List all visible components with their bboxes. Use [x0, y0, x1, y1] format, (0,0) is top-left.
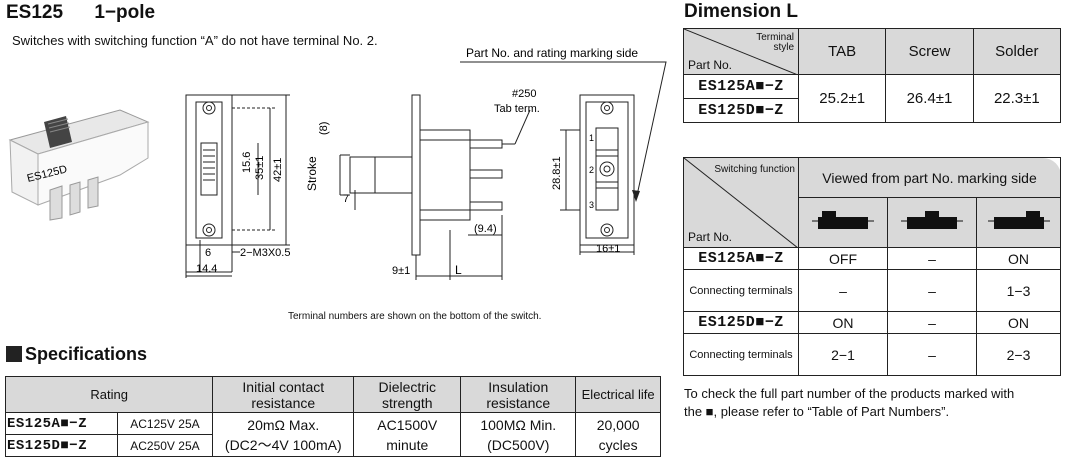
footnote: Terminal numbers are shown on the bottom… — [288, 311, 542, 322]
switch-row-d-conn-right: 2−3 — [976, 333, 1061, 376]
dimension-corner: Terminal style Part No. — [683, 28, 799, 75]
section-square-icon — [6, 346, 22, 362]
spec-col-life: Electrical life — [575, 376, 661, 413]
spec-dielectric-duration: minute — [386, 436, 429, 453]
dim-9: 9±1 — [392, 265, 410, 277]
spec-insulation-condition: (DC500V) — [487, 436, 550, 453]
dim-15-6: 15.6 — [241, 152, 253, 173]
spec-insulation-value: 100MΩ Min. — [480, 416, 557, 433]
stroke-label: Stroke — [305, 156, 319, 191]
switch-row-a-conn-label: Connecting terminals — [683, 269, 799, 312]
spec-life-value: 20,000 — [596, 416, 640, 433]
specifications-table: Rating Initial contact resistance Dielec… — [4, 376, 661, 457]
dim-42: 42±1 — [272, 158, 284, 182]
switch-row-d-part: ES125D■−Z — [683, 311, 799, 334]
dim-9-4: (9.4) — [474, 223, 497, 235]
switching-table-wrap: Switching function Part No. Viewed from … — [683, 157, 1061, 376]
switch-row-d-conn-center: – — [887, 333, 977, 376]
spec-contact-condition: (DC2〜4V 100mA) — [224, 436, 342, 453]
front-view — [185, 94, 290, 278]
specifications-label: Specifications — [25, 344, 148, 364]
corner-part-no: Part No. — [688, 58, 733, 72]
specifications-title: Specifications — [6, 344, 147, 365]
spec-col-insulation: Insulation resistance — [460, 376, 577, 413]
col-screw: Screw — [885, 28, 974, 75]
model-title: ES125 1−pole — [6, 2, 155, 24]
switch-row-a-right: ON — [976, 247, 1061, 270]
spec-rating-d: AC250V 25A — [116, 434, 214, 457]
terminal-3: 3 — [589, 200, 594, 210]
switch-row-d-center: – — [887, 311, 977, 334]
spec-col-contact: Initial contact resistance — [212, 376, 355, 413]
switch-row-a-left: OFF — [798, 247, 888, 270]
dim-16: 16±1 — [596, 243, 620, 255]
dim-7: 7 — [343, 193, 349, 205]
spec-part-a: ES125A■−Z — [5, 412, 118, 435]
switch-row-d-conn-label: Connecting terminals — [683, 333, 799, 376]
dimension-title: Dimension L — [684, 1, 799, 22]
dim-screw: 2−M3X0.5 — [240, 247, 290, 259]
dimension-drawing: Part No. and rating marking side ES125D — [8, 46, 667, 280]
stroke-value: (8) — [318, 122, 330, 135]
corner-terminal-style: Terminal style — [756, 32, 794, 53]
bottom-view — [560, 94, 635, 255]
terminal-1: 1 — [589, 133, 594, 143]
dim-14-4: 14.4 — [196, 263, 217, 275]
spec-contact: 20mΩ Max. (DC2〜4V 100mA) — [212, 412, 355, 457]
spec-col-dielectric: Dielectric strength — [353, 376, 462, 413]
spec-life-unit: cycles — [598, 436, 638, 453]
pole-type: 1−pole — [94, 2, 156, 23]
dimension-table: Terminal style Part No. TAB Screw Solder… — [683, 28, 1062, 123]
switch-row-a-center: – — [887, 247, 977, 270]
spec-life: 20,000 cycles — [575, 412, 661, 457]
terminal-2: 2 — [589, 165, 594, 175]
position-left-icon — [798, 197, 888, 248]
side-view — [339, 94, 531, 280]
dim-6: 6 — [205, 247, 211, 259]
value-screw: 26.4±1 — [885, 74, 974, 123]
switching-table: Switching function Part No. Viewed from … — [683, 157, 1061, 376]
switch-row-a-conn-left: – — [798, 269, 888, 312]
dim-35: 35±1 — [254, 156, 266, 180]
note-line-2: the ■, please refer to “Table of Part Nu… — [684, 404, 950, 419]
value-solder: 22.3±1 — [972, 74, 1062, 123]
corner-part-no: Part No. — [688, 230, 733, 244]
value-tab: 25.2±1 — [797, 74, 887, 123]
spec-contact-value: 20mΩ Max. — [247, 416, 320, 433]
spec-dielectric: AC1500V minute — [353, 412, 462, 457]
switch-row-d-left: ON — [798, 311, 888, 334]
subtitle: Switches with switching function “A” do … — [12, 33, 378, 48]
switch-row-d-conn-left: 2−1 — [798, 333, 888, 376]
switch-photo: ES125D — [8, 109, 150, 221]
col-tab: TAB — [797, 28, 887, 75]
switching-header: Viewed from part No. marking side — [798, 157, 1061, 198]
switch-row-a-conn-center: – — [887, 269, 977, 312]
part-number-note: To check the full part number of the pro… — [684, 385, 1014, 421]
spec-insulation: 100MΩ Min. (DC500V) — [460, 412, 577, 457]
switch-row-d-right: ON — [976, 311, 1061, 334]
model-name: ES125 — [6, 2, 64, 23]
spec-part-d: ES125D■−Z — [5, 434, 118, 457]
col-solder: Solder — [972, 28, 1062, 75]
spec-col-rating: Rating — [4, 376, 214, 413]
tab-term: Tab term. — [494, 103, 540, 115]
dim-L: L — [455, 263, 462, 277]
spec-dielectric-value: AC1500V — [377, 416, 438, 433]
switch-row-a-conn-right: 1−3 — [976, 269, 1061, 312]
position-right-icon — [976, 197, 1061, 248]
spec-rating-a: AC125V 25A — [116, 412, 214, 435]
tab-size: #250 — [512, 88, 536, 100]
position-center-icon — [887, 197, 977, 248]
corner-switching-function: Switching function — [714, 164, 795, 175]
dim-28-8: 28.8±1 — [551, 156, 563, 190]
switching-corner: Switching function Part No. — [683, 157, 799, 248]
note-line-1: To check the full part number of the pro… — [684, 386, 1015, 401]
switch-row-a-part: ES125A■−Z — [683, 247, 799, 270]
part-a: ES125A■−Z — [683, 74, 799, 99]
marking-side-label: Part No. and rating marking side — [466, 46, 638, 60]
part-d: ES125D■−Z — [683, 98, 799, 123]
